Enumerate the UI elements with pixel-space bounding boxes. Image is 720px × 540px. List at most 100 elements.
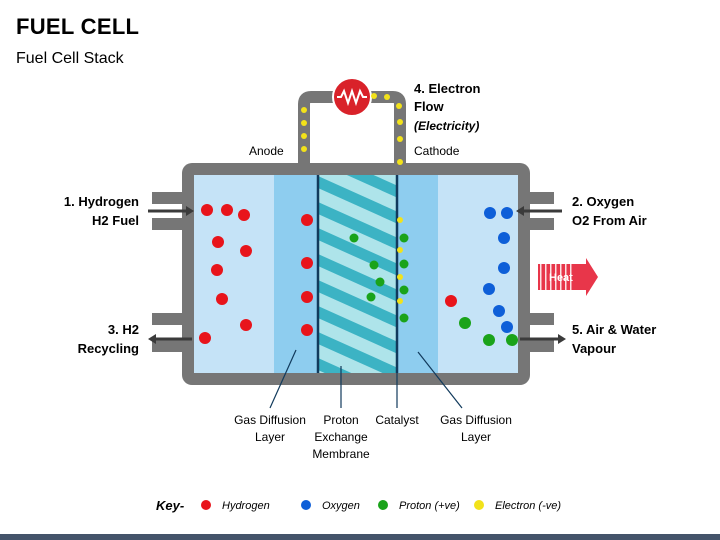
key-oxygen-dot [301, 500, 311, 510]
particle-dot [301, 133, 307, 139]
particle-dot [397, 119, 403, 125]
electron-flow-label-1: 4. Electron [414, 81, 481, 96]
catalyst-label: Catalyst [375, 413, 419, 427]
key-electron-dot [474, 500, 484, 510]
membrane-stripe [318, 280, 398, 328]
particle-dot [399, 233, 409, 243]
particle-dot [397, 274, 403, 280]
key-proton-label: Proton (+ve) [399, 500, 460, 512]
key-legend: Key- Hydrogen Oxygen Proton (+ve) Electr… [156, 498, 561, 513]
particle-dot [483, 334, 495, 346]
particle-dot [399, 313, 409, 323]
membrane-stripe [318, 306, 398, 354]
particle-dot [240, 245, 252, 257]
particle-dot [375, 277, 385, 287]
h2-recycling-label-2: Recycling [78, 341, 139, 356]
key-proton-dot [378, 500, 388, 510]
particle-dot [501, 207, 513, 219]
heat-fin [565, 264, 567, 290]
h2-recycling-arrow [148, 334, 192, 344]
h2-recycling-label-1: 3. H2 [108, 322, 139, 337]
gdl-left-label-1: Gas Diffusion [234, 413, 306, 427]
heat-fin [545, 264, 547, 290]
heat-label: Heat [549, 272, 573, 284]
particle-dot [301, 257, 313, 269]
particle-dot [493, 305, 505, 317]
particle-dot [301, 214, 313, 226]
particle-dot [240, 319, 252, 331]
membrane-stripe [318, 332, 398, 373]
heat-fin [540, 264, 542, 290]
gdl-right-label-2: Layer [461, 430, 491, 444]
particle-dot [501, 321, 513, 333]
particle-dot [371, 93, 377, 99]
particle-dot [301, 107, 307, 113]
membrane-stripe [318, 488, 398, 536]
particle-dot [216, 293, 228, 305]
anode-label: Anode [249, 144, 284, 158]
membrane-stripe [346, 175, 398, 198]
particle-dot [483, 283, 495, 295]
hydrogen-in-label-2: H2 Fuel [92, 213, 139, 228]
particle-dot [445, 295, 457, 307]
page-title: FUEL CELL [16, 14, 140, 39]
oxygen-in-label-2: O2 From Air [572, 213, 647, 228]
particle-dot [484, 207, 496, 219]
particle-dot [301, 324, 313, 336]
gdl-left [274, 175, 318, 373]
membrane-stripe [318, 358, 352, 373]
heat-fin [550, 264, 552, 290]
page-subtitle: Fuel Cell Stack [16, 50, 124, 67]
particle-dot [384, 94, 390, 100]
pem-label-3: Membrane [312, 447, 370, 461]
particle-dot [399, 259, 409, 269]
heat-fin [555, 264, 557, 290]
pem-label-2: Exchange [314, 430, 368, 444]
cathode-chamber [438, 175, 518, 373]
gdl-left-label-2: Layer [255, 430, 285, 444]
footer-bar [0, 534, 720, 540]
key-hydrogen-label: Hydrogen [222, 500, 270, 512]
key-oxygen-label: Oxygen [322, 500, 360, 512]
key-hydrogen-dot [201, 500, 211, 510]
particle-dot [238, 209, 250, 221]
particle-dot [369, 260, 379, 270]
particle-dot [301, 120, 307, 126]
air-water-label-1: 5. Air & Water [572, 322, 656, 337]
leader-lines [269, 349, 463, 409]
particle-dot [301, 291, 313, 303]
membrane-stripe [318, 176, 398, 224]
gdl-right-label-1: Gas Diffusion [440, 413, 512, 427]
particle-dot [211, 264, 223, 276]
particle-dot [199, 332, 211, 344]
particle-dot [366, 292, 376, 302]
particle-dot [397, 159, 403, 165]
particle-dot [301, 146, 307, 152]
particle-dot [498, 232, 510, 244]
particle-dot [399, 285, 409, 295]
electron-flow-sub: (Electricity) [414, 119, 479, 133]
particle-dot [349, 233, 359, 243]
air-water-out-arrow [520, 334, 566, 344]
pem-label-1: Proton [323, 413, 358, 427]
membrane-stripe [318, 0, 398, 42]
particle-dot [221, 204, 233, 216]
particle-dot [397, 298, 403, 304]
particle-dot [506, 334, 518, 346]
particle-dot [397, 247, 403, 253]
cathode-label: Cathode [414, 144, 460, 158]
particle-dot [212, 236, 224, 248]
air-water-label-2: Vapour [572, 341, 616, 356]
particle-dot [397, 217, 403, 223]
particle-dot [498, 262, 510, 274]
oxygen-in-arrow [516, 206, 562, 216]
resistor-icon [332, 77, 372, 117]
heat-arrow-icon: Heat [538, 258, 598, 296]
membrane-stripe [318, 254, 398, 302]
particle-dot [459, 317, 471, 329]
oxygen-in-label-1: 2. Oxygen [572, 194, 634, 209]
hydrogen-in-label-1: 1. Hydrogen [64, 194, 139, 209]
key-title: Key- [156, 498, 184, 513]
heat-fin [570, 264, 572, 290]
